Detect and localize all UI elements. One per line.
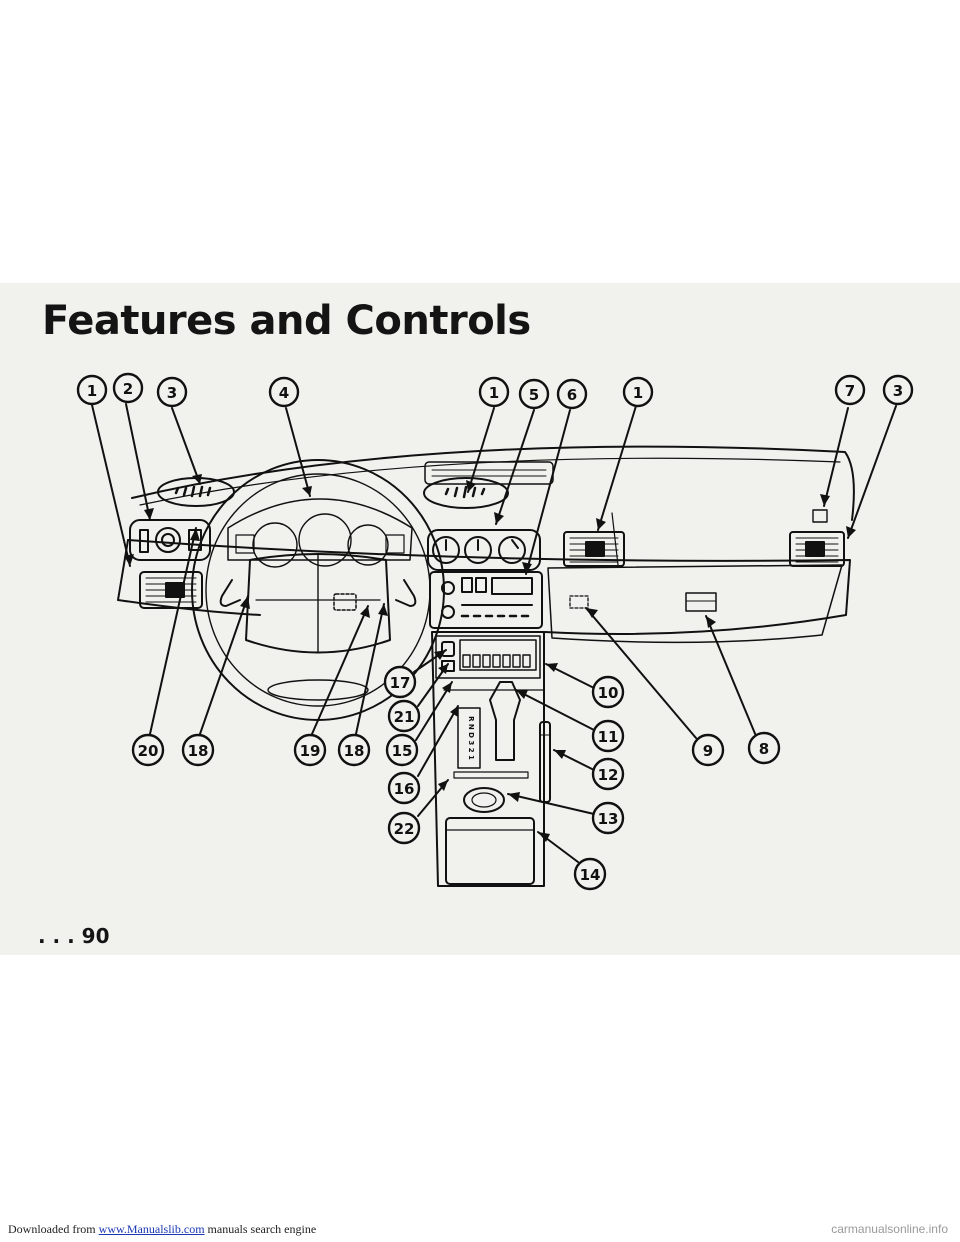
svg-text:2: 2: [123, 380, 133, 398]
svg-text:22: 22: [394, 820, 415, 838]
svg-text:19: 19: [300, 742, 321, 760]
callout-18: 18: [337, 733, 371, 767]
callout-15: 15: [385, 733, 419, 767]
svg-text:17: 17: [390, 674, 411, 692]
radio-unit: [429, 571, 543, 629]
callout-1: 1: [622, 376, 654, 408]
gear-shifter: [489, 681, 521, 761]
right-center-vent: [563, 531, 625, 567]
callout-9: 9: [691, 733, 725, 767]
callout-2: 2: [112, 372, 144, 404]
upper-center-vent: [423, 477, 509, 509]
callout-20: 20: [131, 733, 165, 767]
svg-text:16: 16: [394, 780, 415, 798]
callout-18: 18: [181, 733, 215, 767]
callout-8: 8: [747, 731, 781, 765]
right-vent: [789, 531, 845, 567]
footer-suffix: manuals search engine: [204, 1222, 317, 1236]
upper-left-vent: [157, 477, 235, 507]
glovebox-latch: [685, 592, 717, 612]
callout-6: 6: [556, 378, 588, 410]
svg-text:18: 18: [188, 742, 209, 760]
svg-text:12: 12: [598, 766, 619, 784]
dash-face: [127, 539, 851, 635]
svg-text:9: 9: [703, 742, 713, 760]
cup-holder: [463, 787, 505, 813]
svg-text:14: 14: [580, 866, 601, 884]
svg-text:1: 1: [633, 384, 643, 402]
svg-text:18: 18: [344, 742, 365, 760]
callout-12: 12: [591, 757, 625, 791]
watermark: carmanualsonline.info: [831, 1222, 948, 1236]
callout-4: 4: [268, 376, 300, 408]
passenger-switch: [812, 509, 828, 523]
glovebox-outline: [547, 564, 843, 644]
manualslib-link[interactable]: www.Manualslib.com: [98, 1222, 205, 1236]
left-switch-panel: [129, 519, 211, 561]
turn-signal-stalk: [219, 579, 241, 607]
callout-3: 3: [882, 374, 914, 406]
svg-text:15: 15: [392, 742, 413, 760]
svg-text:11: 11: [598, 728, 619, 746]
shift-indicator: [457, 707, 481, 769]
instrument-cluster: [227, 498, 413, 561]
shifter-letters: R N D 3 2 1: [467, 716, 475, 760]
svg-text:21: 21: [394, 708, 415, 726]
svg-text:4: 4: [279, 384, 289, 402]
climate-panel: [427, 529, 541, 571]
callout-22: 22: [387, 811, 421, 845]
center-console: [431, 631, 545, 887]
callout-3: 3: [156, 376, 188, 408]
callout-11: 11: [591, 719, 625, 753]
svg-text:20: 20: [138, 742, 159, 760]
callout-10: 10: [591, 675, 625, 709]
svg-text:6: 6: [567, 386, 577, 404]
left-vent: [139, 571, 203, 609]
svg-text:5: 5: [529, 386, 539, 404]
callout-17: 17: [383, 665, 417, 699]
callout-7: 7: [834, 374, 866, 406]
dash-top-inner: [139, 457, 841, 506]
svg-text:8: 8: [759, 740, 769, 758]
cruise-switch: [333, 593, 357, 611]
svg-text:13: 13: [598, 810, 619, 828]
dash-top-outline: [131, 445, 855, 521]
svg-text:10: 10: [598, 684, 619, 702]
footer-prefix: Downloaded from: [8, 1222, 96, 1236]
callout-21: 21: [387, 699, 421, 733]
callout-13: 13: [591, 801, 625, 835]
svg-text:1: 1: [489, 384, 499, 402]
download-footer: Downloaded from www.Manualslib.com manua…: [8, 1222, 316, 1237]
page-title: Features and Controls: [42, 298, 531, 344]
steering-hub: [245, 553, 391, 654]
callout-5: 5: [518, 378, 550, 410]
callout-16: 16: [387, 771, 421, 805]
page-number: . . . 90: [38, 924, 110, 948]
callout-14: 14: [573, 857, 607, 891]
svg-text:7: 7: [845, 382, 855, 400]
console-lid: [445, 817, 535, 885]
glovebox-lock: [569, 595, 589, 609]
callout-1: 1: [478, 376, 510, 408]
svg-text:3: 3: [893, 382, 903, 400]
callout-19: 19: [293, 733, 327, 767]
svg-text:1: 1: [87, 382, 97, 400]
svg-text:3: 3: [167, 384, 177, 402]
callout-1: 1: [76, 374, 108, 406]
